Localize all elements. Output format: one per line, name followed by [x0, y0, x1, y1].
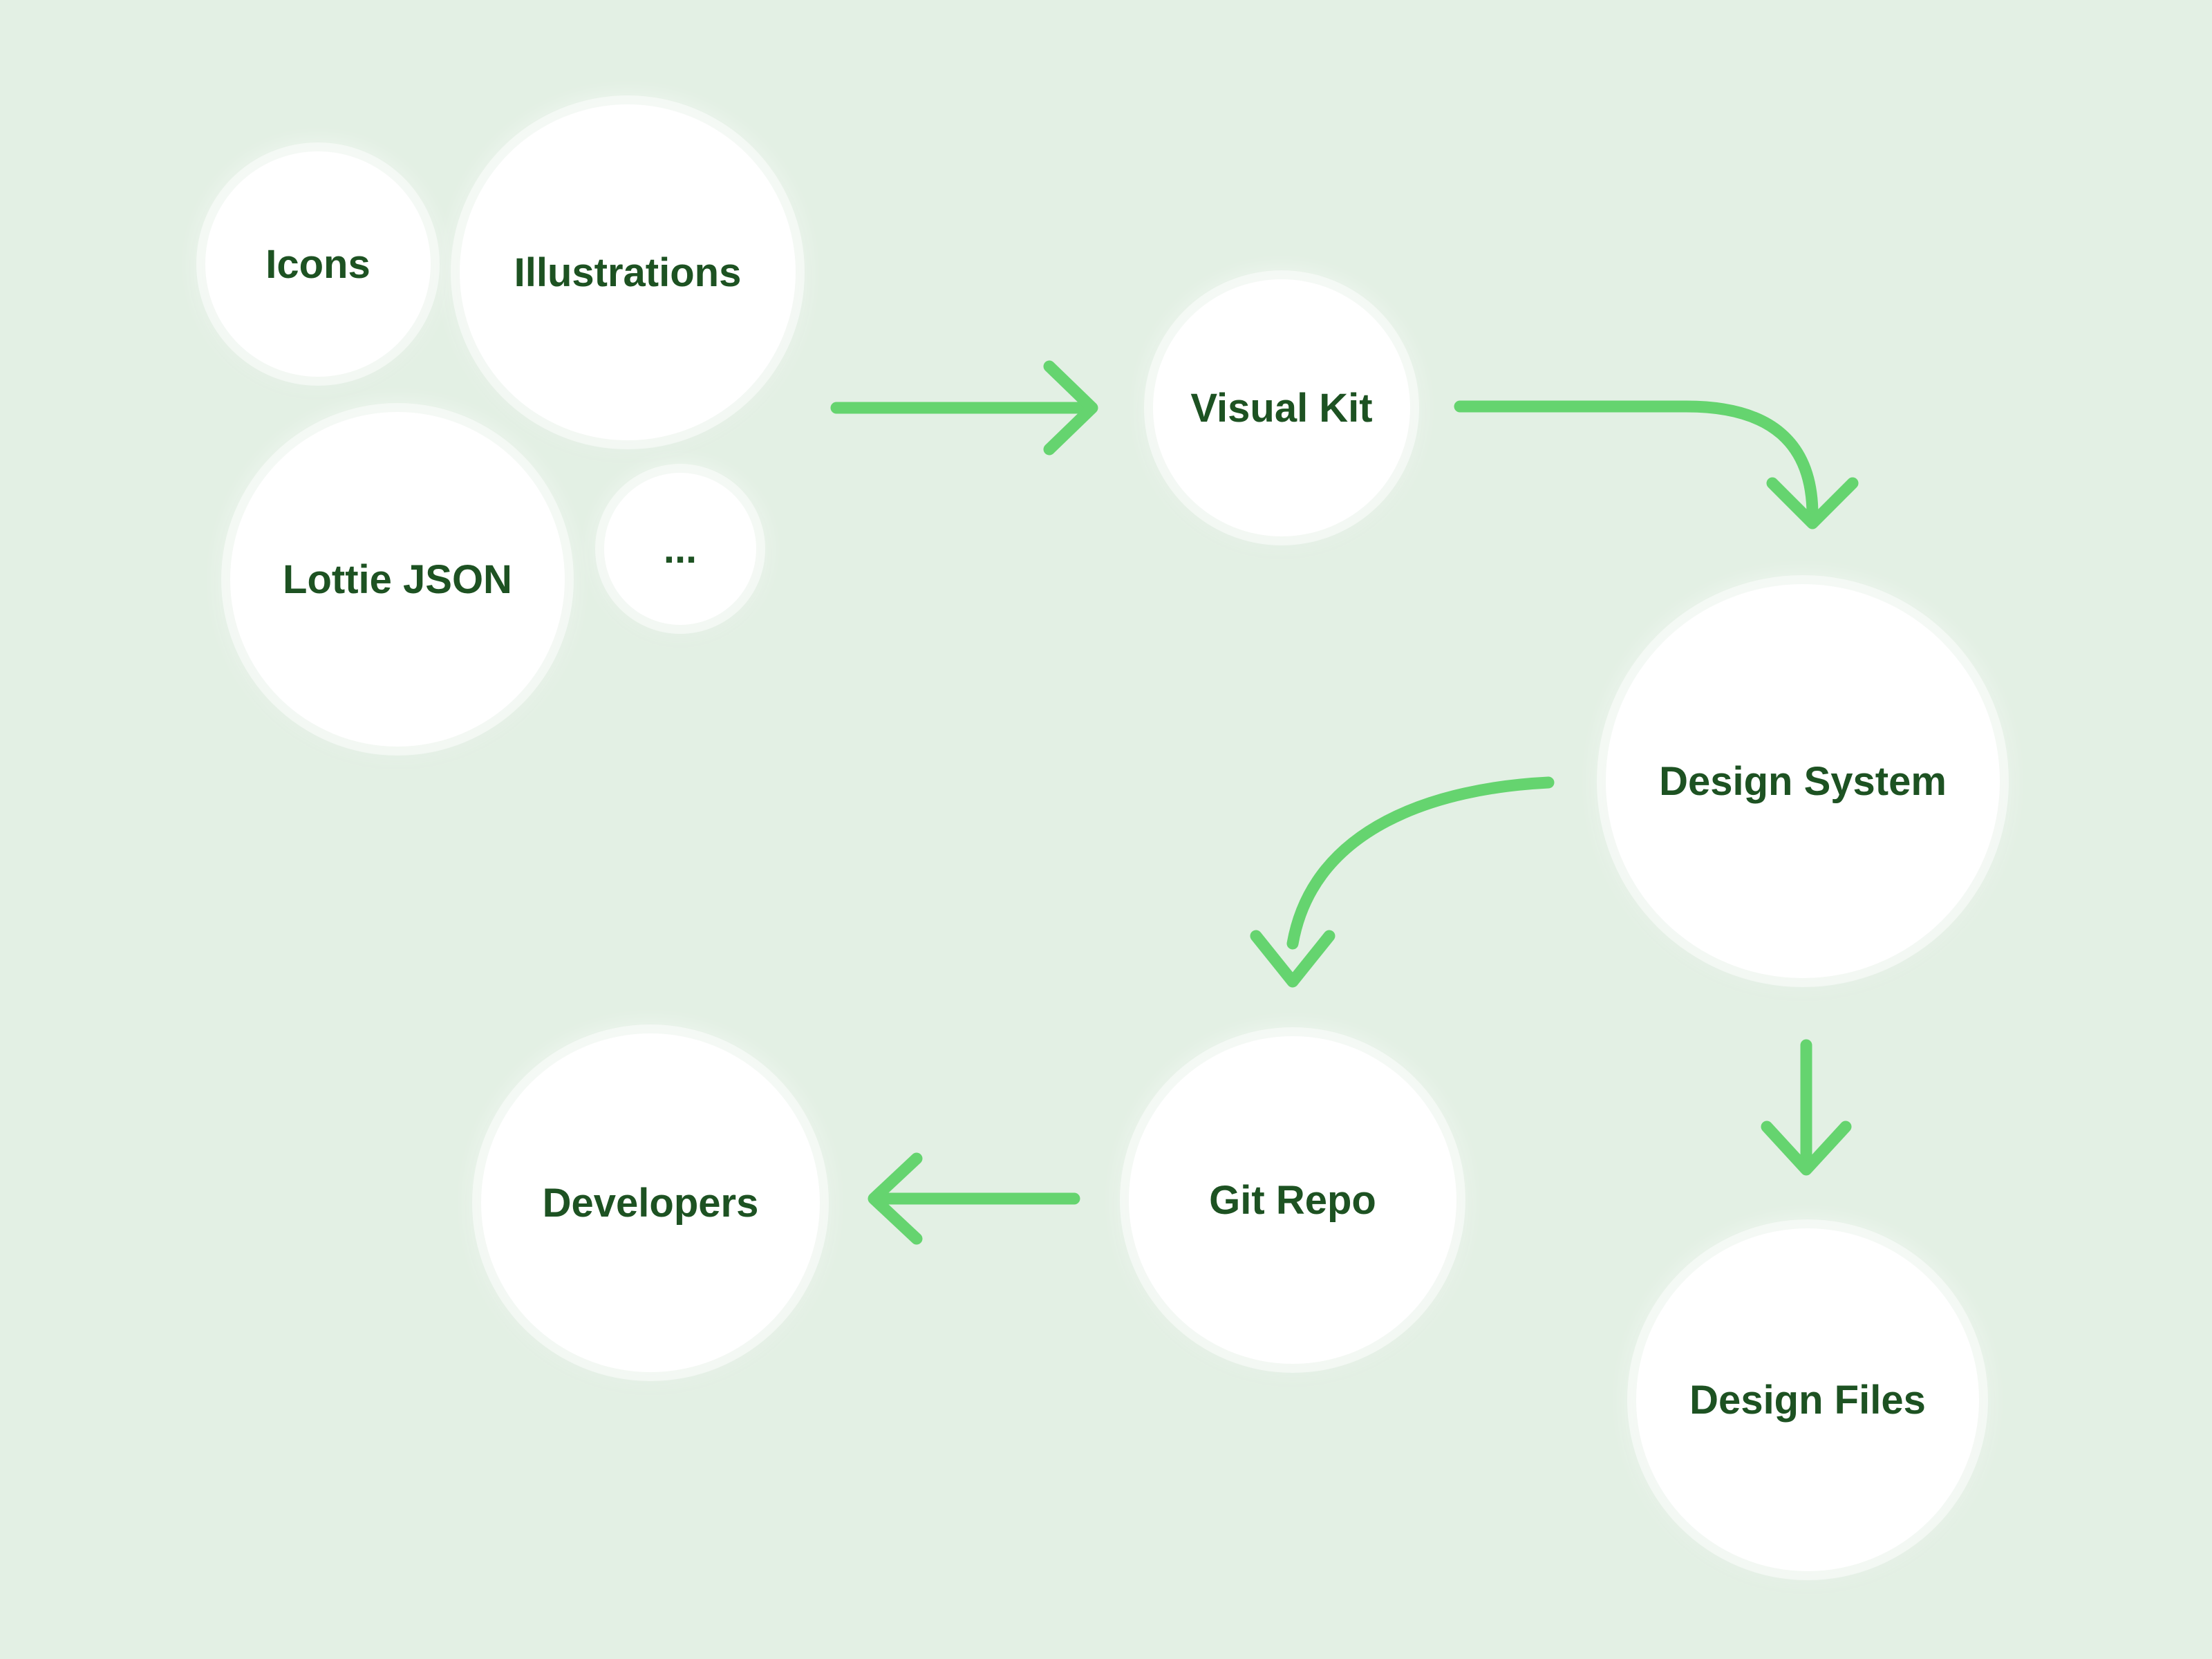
node-illustrations-label: Illustrations — [514, 250, 742, 295]
node-design-files-label: Design Files — [1689, 1377, 1926, 1423]
node-git-repo: Git Repo — [1129, 1036, 1456, 1364]
node-icons-label: Icons — [265, 241, 371, 287]
node-design-files: Design Files — [1636, 1228, 1979, 1571]
node-illustrations: Illustrations — [460, 104, 796, 440]
arrow-design-system-to-design-files — [1761, 1039, 1852, 1176]
node-design-system: Design System — [1606, 584, 2000, 978]
node-visual-kit: Visual Kit — [1153, 279, 1410, 536]
arrow-visual-kit-to-design-system — [1454, 400, 1859, 529]
arrow-assets-to-visual-kit — [830, 360, 1098, 456]
node-icons: Icons — [205, 151, 431, 377]
node-git-repo-label: Git Repo — [1209, 1177, 1376, 1223]
node-developers: Developers — [481, 1033, 820, 1372]
node-ellipsis: ... — [604, 473, 756, 625]
node-lottie-json-label: Lottie JSON — [283, 556, 512, 602]
node-design-system-label: Design System — [1659, 758, 1947, 804]
node-developers-label: Developers — [542, 1180, 759, 1226]
arrow-git-repo-to-developers — [868, 1152, 1080, 1245]
node-lottie-json: Lottie JSON — [230, 412, 565, 747]
arrow-design-system-to-git-repo — [1250, 776, 1555, 988]
node-visual-kit-label: Visual Kit — [1190, 385, 1373, 431]
node-ellipsis-label: ... — [663, 526, 697, 572]
